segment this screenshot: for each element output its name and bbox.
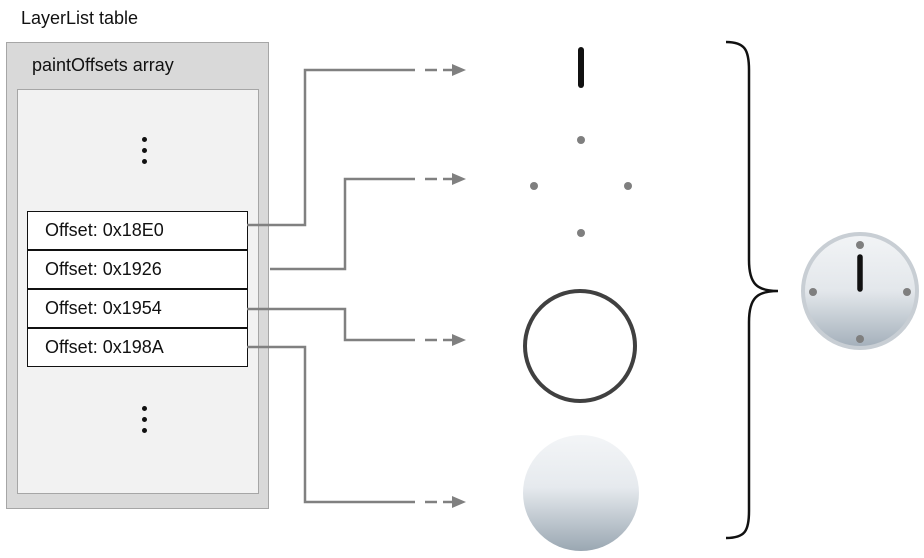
offset-row: Offset: 0x18E0 bbox=[27, 211, 248, 250]
circle-outline-icon bbox=[523, 289, 637, 403]
ellipsis-bottom-icon bbox=[142, 406, 148, 439]
arrowhead-icon bbox=[452, 173, 466, 185]
connector-offset-2 bbox=[270, 177, 453, 271]
connector-offset-3 bbox=[247, 307, 453, 342]
right-brace-icon bbox=[725, 40, 779, 540]
gradient-disc-icon bbox=[523, 435, 639, 551]
paintoffsets-array-label: paintOffsets array bbox=[32, 55, 174, 75]
arrowhead-icon bbox=[452, 64, 466, 76]
arrowhead-icon bbox=[452, 334, 466, 346]
connector-offset-1 bbox=[247, 68, 453, 227]
offset-row: Offset: 0x1926 bbox=[27, 250, 248, 289]
clock-face-icon bbox=[801, 232, 919, 350]
layerlist-table-title: LayerList table bbox=[21, 8, 139, 28]
connector-offset-4 bbox=[247, 345, 453, 504]
offset-row: Offset: 0x1954 bbox=[27, 289, 248, 328]
clock-tick-dots-icon bbox=[530, 136, 632, 237]
arrowhead-icon bbox=[452, 496, 466, 508]
ellipsis-top-icon bbox=[142, 137, 148, 170]
offset-row: Offset: 0x198A bbox=[27, 328, 248, 367]
